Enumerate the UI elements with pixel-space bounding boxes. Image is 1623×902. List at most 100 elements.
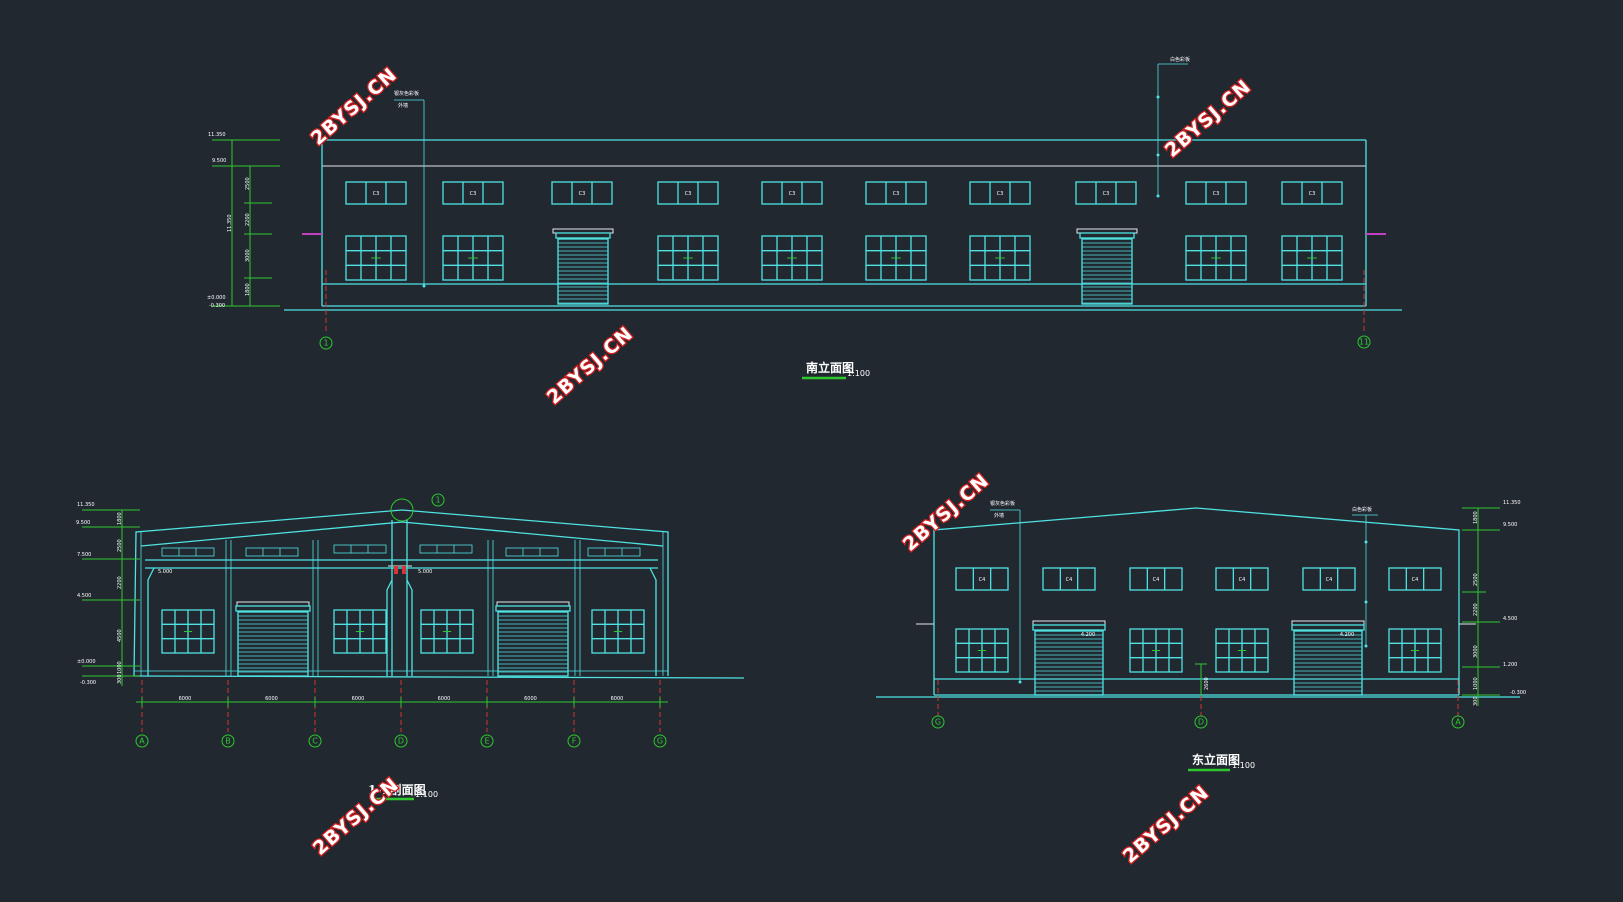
door-elevation: 4.200 xyxy=(1081,632,1095,638)
window-small: C3 xyxy=(551,181,613,205)
window-tag: C3 xyxy=(789,191,796,197)
svg-text:东立面图: 东立面图 xyxy=(1192,752,1240,767)
section-marker-1: 1 xyxy=(431,493,445,507)
svg-text:D: D xyxy=(398,737,404,746)
east-title: 东立面图 1:100 xyxy=(1188,752,1255,772)
window-tag: C3 xyxy=(893,191,900,197)
svg-text:外墙: 外墙 xyxy=(398,102,408,109)
south-dimension-chain: 11.350 9.500 ±0.000 -0.300 1800 3000 220… xyxy=(207,132,280,309)
watermark: 2BYSJ.CN xyxy=(307,63,402,149)
window-large xyxy=(657,235,719,281)
door-elevation: 4.200 xyxy=(1340,632,1354,638)
window-small: C4 xyxy=(1042,567,1096,591)
axis-marker: G xyxy=(931,680,945,729)
elev-label: 9.500 xyxy=(212,158,226,164)
window-small: C3 xyxy=(657,181,719,205)
svg-text:1000: 1000 xyxy=(117,661,123,674)
dim-label: 2500 xyxy=(245,177,251,190)
bay-dimension: 6000 xyxy=(352,696,365,702)
window-tag: C3 xyxy=(1309,191,1316,197)
svg-text:300: 300 xyxy=(117,674,123,684)
window-small: C3 xyxy=(345,181,407,205)
svg-text:外墙: 外墙 xyxy=(994,512,1004,519)
bay-dimension: 6000 xyxy=(179,696,192,702)
window-tag: C4 xyxy=(1239,577,1246,583)
svg-text:1800: 1800 xyxy=(1473,511,1479,524)
window-small: C3 xyxy=(1075,181,1137,205)
axis-marker-1: 1 xyxy=(319,336,333,350)
svg-text:11: 11 xyxy=(1359,338,1369,347)
svg-text:G: G xyxy=(657,737,663,746)
bay-dimension: 6000 xyxy=(524,696,537,702)
axis-marker: G xyxy=(653,680,667,748)
svg-text:-0.300: -0.300 xyxy=(80,680,96,686)
rolling-door xyxy=(495,601,571,677)
south-elevation: C3 C3 C3 C3 C3 C3 C3 C3 C3 C3 1 11 11.350 9.500 ±… xyxy=(207,56,1402,380)
svg-text:4500: 4500 xyxy=(117,629,123,642)
clerestory-window xyxy=(505,547,559,557)
window-small: C3 xyxy=(1185,181,1247,205)
window-small: C4 xyxy=(1215,567,1269,591)
south-title: 南立面图 1:100 xyxy=(802,360,870,380)
watermark: 2BYSJ.CN xyxy=(899,469,994,555)
window-tag: C3 xyxy=(373,191,380,197)
svg-text:1-1剖面图: 1-1剖面图 xyxy=(368,782,426,797)
svg-text:2200: 2200 xyxy=(117,576,123,589)
window-tag: C3 xyxy=(579,191,586,197)
elev-label: 11.350 xyxy=(208,132,226,138)
section-rolling-doors xyxy=(235,601,571,677)
window-large xyxy=(333,609,387,654)
svg-text:F: F xyxy=(572,737,577,746)
watermark: 2BYSJ.CN xyxy=(543,322,638,408)
svg-text:11.350: 11.350 xyxy=(77,502,95,508)
dim-label: 11.350 xyxy=(227,215,233,233)
window-small: C3 xyxy=(865,181,927,205)
window-tag: C3 xyxy=(1213,191,1220,197)
window-tag: C4 xyxy=(979,577,986,583)
svg-text:1.200: 1.200 xyxy=(1503,662,1517,668)
window-large xyxy=(969,235,1031,281)
axis-marker: A xyxy=(135,680,149,748)
svg-text:9.500: 9.500 xyxy=(1503,522,1517,528)
window-large xyxy=(761,235,823,281)
svg-text:2200: 2200 xyxy=(1473,603,1479,616)
dim-label: 3000 xyxy=(245,249,251,262)
svg-text:银灰色彩板: 银灰色彩板 xyxy=(394,90,419,97)
window-large xyxy=(865,235,927,281)
window-tag: C4 xyxy=(1153,577,1160,583)
svg-text:7.500: 7.500 xyxy=(77,552,91,558)
axis-marker: D xyxy=(1194,680,1208,729)
svg-text:1:100: 1:100 xyxy=(847,369,870,378)
rolling-door xyxy=(1032,620,1106,696)
window-tag: C3 xyxy=(997,191,1004,197)
bay-dimension: 6000 xyxy=(438,696,451,702)
axis-marker: A xyxy=(1451,680,1465,729)
window-large xyxy=(591,609,645,654)
bay-dimension: 6000 xyxy=(265,696,278,702)
svg-text:-0.300: -0.300 xyxy=(1510,690,1526,696)
window-small: C4 xyxy=(1302,567,1356,591)
svg-text:4.500: 4.500 xyxy=(77,593,91,599)
svg-text:±0.000: ±0.000 xyxy=(77,659,96,665)
window-small: C4 xyxy=(1129,567,1183,591)
rolling-door xyxy=(1291,620,1365,696)
window-large xyxy=(442,235,504,281)
rolling-door xyxy=(552,228,614,305)
section-columns xyxy=(147,520,657,676)
svg-text:1: 1 xyxy=(435,496,440,505)
east-note-left: 银灰色彩板 外墙 xyxy=(990,500,1022,684)
svg-text:白色彩板: 白色彩板 xyxy=(1352,506,1372,513)
axis-marker: C xyxy=(308,680,322,748)
window-tag: C3 xyxy=(470,191,477,197)
svg-text:2500: 2500 xyxy=(1473,573,1479,586)
elev-label: ±0.000 xyxy=(207,295,226,301)
section-title: 1-1剖面图 1:100 xyxy=(368,782,438,801)
svg-text:1800: 1800 xyxy=(117,512,123,525)
svg-text:4.500: 4.500 xyxy=(1503,616,1517,622)
rolling-door xyxy=(1076,228,1138,305)
